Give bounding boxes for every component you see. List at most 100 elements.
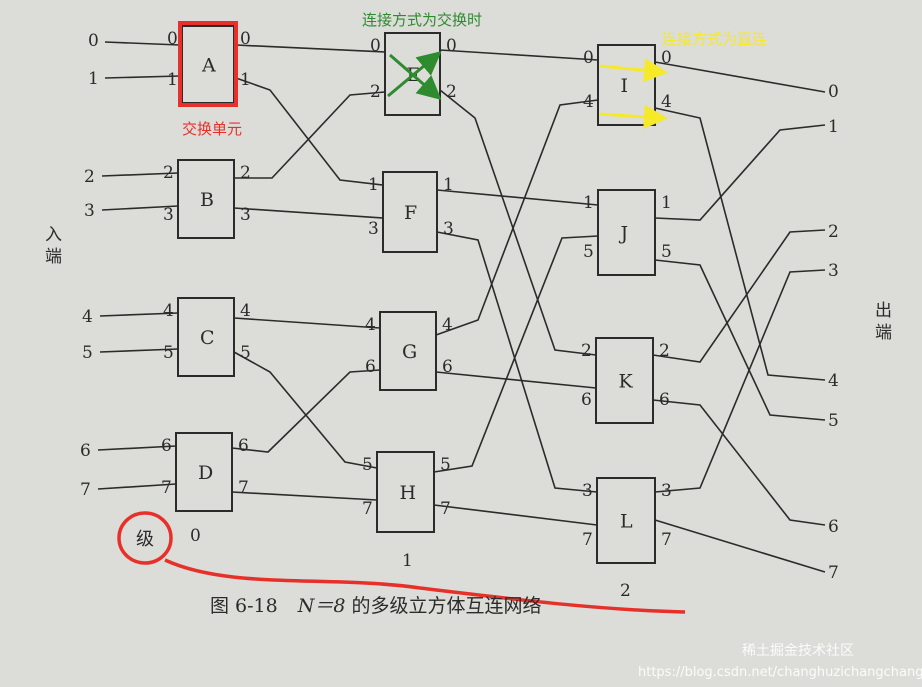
port-in-g-0: 4: [365, 315, 376, 335]
green-exchange-arrow-up: [387, 51, 442, 98]
port-in-l-1: 7: [582, 530, 593, 550]
port-out-g-0: 4: [442, 315, 453, 335]
wire-A0-E0: [235, 44, 386, 53]
wire-G6-K6: [435, 371, 597, 389]
input-number-3: 3: [84, 201, 95, 221]
port-in-b-0: 2: [163, 163, 174, 183]
output-number-0: 0: [828, 82, 839, 102]
output-number-1: 1: [828, 117, 839, 137]
port-out-b-1: 3: [240, 205, 251, 225]
input-side-label: 入端: [45, 225, 62, 267]
wire-K6-out6: [652, 399, 826, 526]
wire-L7-out7: [654, 519, 826, 573]
port-out-e-1: 2: [446, 82, 457, 102]
output-side-label: 出端: [875, 301, 892, 343]
wire-I0-out0: [654, 61, 826, 93]
wire-K2-out2: [652, 229, 826, 363]
exchange-mode-label: 连接方式为交换时: [362, 11, 482, 29]
port-out-l-1: 7: [661, 530, 672, 550]
switch-label-k: K: [619, 371, 634, 393]
port-out-a-0: 0: [240, 29, 251, 49]
figure-caption: 图 6-18 N＝8 的多级立方体互连网络: [210, 595, 542, 617]
wire-C4-G4: [233, 317, 381, 329]
switch-box-h: [376, 451, 435, 533]
port-out-c-0: 4: [240, 301, 251, 321]
switch-unit-highlight: [178, 21, 238, 107]
input-wire-6: [97, 445, 177, 451]
port-in-d-0: 6: [161, 436, 172, 456]
output-number-3: 3: [828, 261, 839, 281]
switches: ABCDEFGHIJKL: [175, 25, 656, 564]
wire-B2-E2: [234, 91, 386, 179]
switch-label-a: A: [201, 55, 216, 77]
port-out-d-1: 7: [238, 478, 249, 498]
port-out-h-0: 5: [440, 455, 451, 475]
port-in-h-1: 7: [362, 499, 373, 519]
wire-I4-out4: [654, 107, 826, 381]
switch-box-c: [177, 297, 235, 377]
port-out-d-0: 6: [238, 436, 249, 456]
port-out-b-0: 2: [240, 163, 251, 183]
switch-unit-label: 交换单元: [182, 120, 242, 138]
input-wire-0: [104, 41, 181, 46]
yellow-straight-arrow-bottom: [599, 104, 668, 129]
stage-number-2: 2: [620, 581, 631, 601]
port-in-k-1: 6: [581, 390, 592, 410]
stage-label-circle: [117, 511, 173, 565]
wire-J1-out1: [654, 124, 826, 221]
port-out-c-1: 5: [240, 343, 251, 363]
switch-box-d: [175, 432, 233, 512]
output-number-7: 7: [828, 563, 839, 583]
port-out-i-0: 0: [661, 48, 672, 68]
input-wire-1: [104, 75, 181, 79]
port-in-j-0: 1: [583, 193, 594, 213]
port-out-h-1: 7: [440, 499, 451, 519]
caption-suffix: 的多级立方体互连网络: [352, 595, 542, 617]
output-number-4: 4: [828, 371, 839, 391]
wire-E0-I0: [439, 49, 599, 61]
wire-J5-out5: [654, 259, 826, 421]
port-out-j-1: 5: [661, 242, 672, 262]
input-wire-4: [99, 312, 179, 317]
port-in-g-1: 6: [365, 357, 376, 377]
wire-D6-G6: [231, 369, 381, 453]
wires: [97, 41, 826, 573]
port-in-a-1: 1: [167, 70, 178, 90]
switch-box-a: [181, 25, 235, 104]
switch-label-c: C: [200, 327, 215, 349]
switch-box-j: [597, 189, 656, 276]
input-number-2: 2: [84, 167, 95, 187]
yellow-straight-arrow-top: [599, 58, 668, 83]
port-out-f-1: 3: [443, 219, 454, 239]
wire-H5-J5: [433, 235, 599, 473]
switch-label-g: G: [402, 341, 417, 363]
input-wire-5: [99, 348, 179, 353]
source-url: https://blog.csdn.net/changhuzichangchan…: [638, 665, 922, 680]
port-in-j-1: 5: [583, 242, 594, 262]
wire-L3-out3: [654, 269, 826, 493]
port-in-h-0: 5: [362, 455, 373, 475]
switch-box-b: [177, 159, 235, 239]
port-out-k-0: 2: [659, 341, 670, 361]
output-number-5: 5: [828, 411, 839, 431]
port-in-i-1: 4: [583, 92, 594, 112]
straight-mode-label: 连接方式为直连: [662, 30, 767, 48]
port-in-f-1: 3: [368, 219, 379, 239]
wire-G4-I4: [435, 99, 599, 336]
input-number-7: 7: [80, 480, 91, 500]
port-out-j-0: 1: [661, 193, 672, 213]
output-number-2: 2: [828, 222, 839, 242]
wire-A1-F1: [235, 77, 384, 186]
port-in-f-0: 1: [368, 175, 379, 195]
wire-F3-L3: [436, 231, 598, 493]
switch-label-l: L: [620, 511, 633, 533]
switch-box-l: [596, 477, 656, 564]
input-wire-3: [101, 205, 179, 211]
wire-F1-J1: [436, 189, 599, 206]
input-number-6: 6: [80, 441, 91, 461]
port-in-c-1: 5: [163, 343, 174, 363]
wire-D7-H7: [231, 491, 378, 501]
output-number-6: 6: [828, 517, 839, 537]
stage-number-1: 1: [402, 551, 413, 571]
